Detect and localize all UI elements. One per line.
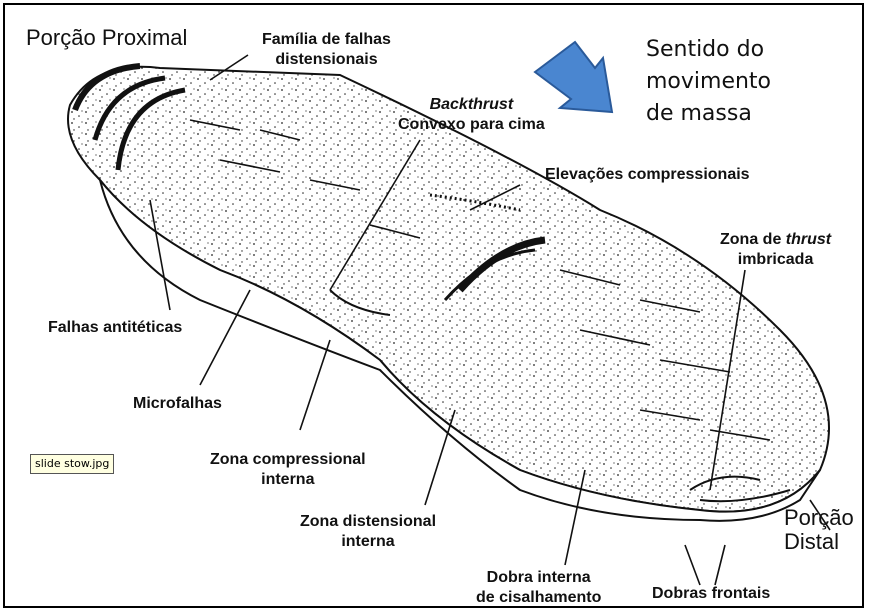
label-zona-thrust-italic: thrust [786, 231, 831, 248]
label-zona-thrust-line2: imbricada [720, 250, 831, 270]
label-sentido-line3: de massa [646, 98, 771, 130]
label-familia-line2: distensionais [262, 50, 391, 70]
label-familia-falhas: Família de falhas distensionais [262, 30, 391, 70]
label-falhas-antiteticas: Falhas antitéticas [48, 318, 182, 338]
label-dobra-interna: Dobra interna de cisalhamento [476, 568, 601, 608]
label-sentido-line2: movimento [646, 66, 771, 98]
label-sentido-line1: Sentido do [646, 34, 771, 66]
label-backthrust: Backthrust Convexo para cima [398, 95, 545, 135]
label-dobra-line1: Dobra interna [476, 568, 601, 588]
label-zona-compressional: Zona compressional interna [210, 450, 366, 490]
label-microfalhas: Microfalhas [133, 394, 222, 414]
label-backthrust-title: Backthrust [398, 95, 545, 115]
filename-tooltip: slide stow.jpg [30, 454, 114, 474]
label-distal: Porção Distal [784, 506, 854, 554]
label-zona-thrust-line1: Zona de thrust [720, 230, 831, 250]
label-zona-dist-line2: interna [300, 532, 436, 552]
label-zona-comp-line2: interna [210, 470, 366, 490]
label-elevacoes: Elevações compressionais [545, 165, 750, 185]
label-zona-distensional: Zona distensional interna [300, 512, 436, 552]
label-dobra-line2: de cisalhamento [476, 588, 601, 608]
label-backthrust-sub: Convexo para cima [398, 115, 545, 135]
movement-arrow [535, 42, 612, 112]
label-zona-thrust: Zona de thrust imbricada [720, 230, 831, 270]
label-proximal: Porção Proximal [26, 26, 187, 50]
label-familia-line1: Família de falhas [262, 30, 391, 50]
label-sentido-movimento: Sentido do movimento de massa [646, 34, 771, 130]
label-distal-line2: Distal [784, 530, 854, 554]
label-distal-line1: Porção [784, 506, 854, 530]
label-zona-thrust-prefix: Zona de [720, 231, 786, 248]
label-zona-comp-line1: Zona compressional [210, 450, 366, 470]
label-dobras-frontais: Dobras frontais [652, 584, 770, 604]
label-zona-dist-line1: Zona distensional [300, 512, 436, 532]
